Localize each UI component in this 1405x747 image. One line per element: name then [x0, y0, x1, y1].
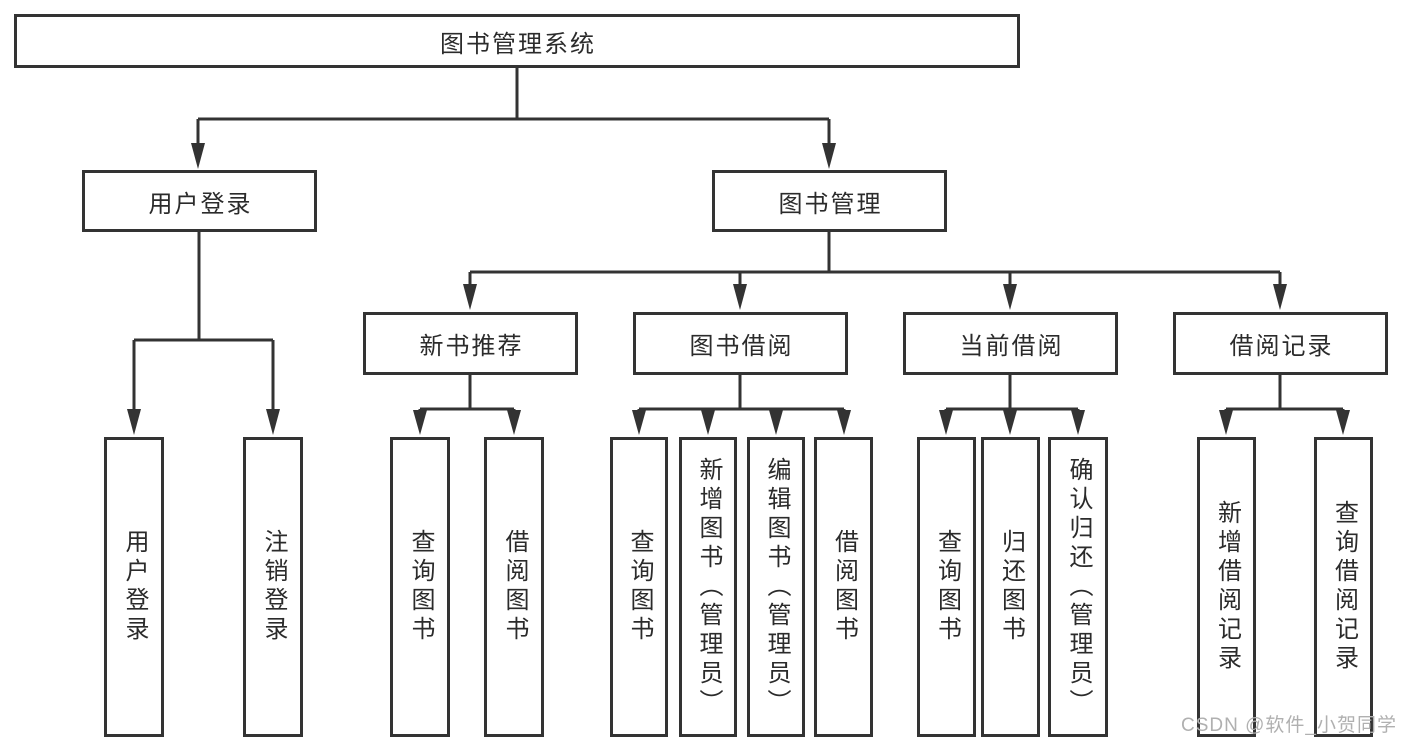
node-user-login: 用户登录 [82, 170, 317, 232]
leaf-bb-query-books: 查询图书 [610, 437, 668, 737]
leaf-br-query-record: 查询借阅记录 [1314, 437, 1373, 737]
connector-root-trunk [196, 68, 831, 152]
leaf-logout: 注销登录 [243, 437, 303, 737]
connector-book-borrowing-branch [637, 375, 846, 417]
leaf-cb-query-books: 查询图书 [917, 437, 976, 737]
node-current-borrowing: 当前借阅 [903, 312, 1118, 375]
leaf-nb-borrow-books: 借阅图书 [484, 437, 544, 737]
arrowhead [507, 410, 521, 435]
arrowhead [701, 410, 715, 435]
leaf-cb-confirm-return-admin: 确认归还（管理员） [1048, 437, 1108, 737]
arrowhead [1336, 410, 1350, 435]
node-book-management: 图书管理 [712, 170, 947, 232]
arrowhead [127, 409, 141, 435]
leaf-bb-add-books-admin: 新增图书（管理员） [679, 437, 737, 737]
arrowhead [1071, 410, 1085, 435]
leaf-nb-query-books: 查询图书 [390, 437, 450, 737]
arrowhead [1273, 284, 1287, 310]
node-new-book-recommend: 新书推荐 [363, 312, 578, 375]
connector-new-book-branch [418, 375, 516, 417]
arrowhead [632, 410, 646, 435]
arrowhead [1003, 284, 1017, 310]
arrowhead [822, 143, 836, 169]
leaf-cb-return-books: 归还图书 [981, 437, 1040, 737]
connector-book-management-branch [468, 232, 1282, 293]
leaf-br-add-record: 新增借阅记录 [1197, 437, 1256, 737]
leaf-user-login: 用户登录 [104, 437, 164, 737]
connector-user-login-branch [132, 232, 275, 418]
connector-borrowing-records-branch [1224, 375, 1345, 417]
node-borrowing-records: 借阅记录 [1173, 312, 1388, 375]
node-book-borrowing: 图书借阅 [633, 312, 848, 375]
arrowhead [266, 409, 280, 435]
csdn-watermark: CSDN @软件_小贺同学 [1181, 715, 1397, 736]
arrowhead [1219, 410, 1233, 435]
arrowhead [733, 284, 747, 310]
leaf-bb-edit-books-admin: 编辑图书（管理员） [747, 437, 805, 737]
leaf-bb-borrow-books: 借阅图书 [814, 437, 873, 737]
arrowhead [1003, 410, 1017, 435]
arrowhead [463, 284, 477, 310]
arrowhead [939, 410, 953, 435]
arrowhead [191, 143, 205, 169]
arrowhead [837, 410, 851, 435]
arrowhead [769, 410, 783, 435]
arrowhead [413, 410, 427, 435]
node-root-library-system: 图书管理系统 [14, 14, 1020, 68]
